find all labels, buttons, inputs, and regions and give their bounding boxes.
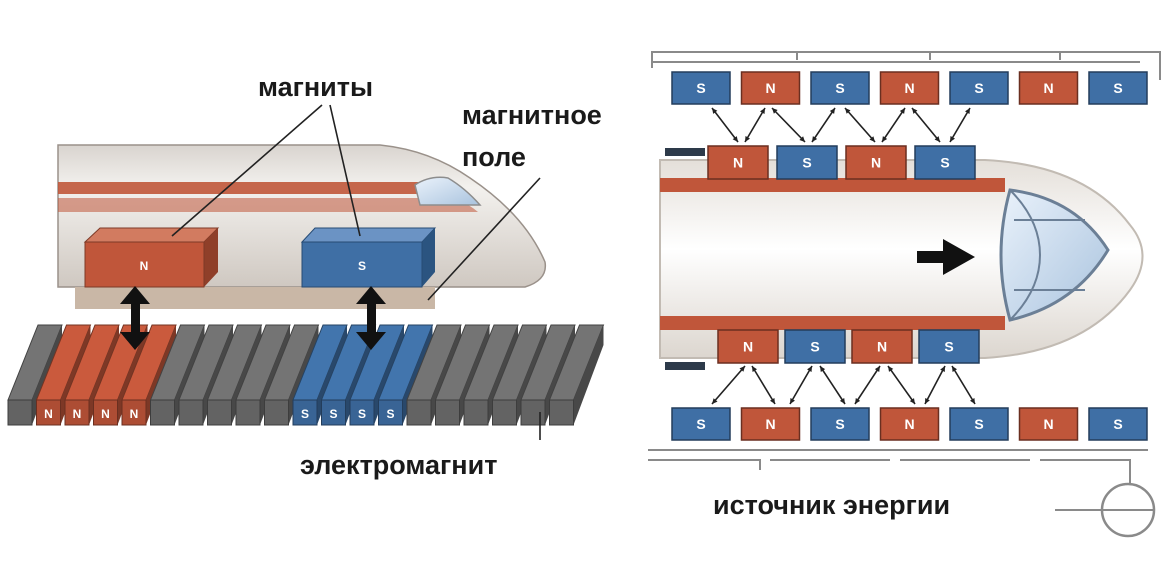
levitation-arrow-left <box>120 286 150 350</box>
magnet-pole-label: S <box>696 416 705 432</box>
magnet-pole-label: S <box>835 80 844 96</box>
magnet-pole-label: N <box>743 339 753 355</box>
levitation-arrow-right <box>356 286 386 350</box>
force-arrow <box>854 365 881 405</box>
force-arrow <box>711 107 739 143</box>
magnet-block-s: S <box>949 407 1009 441</box>
train-magnet-n: N <box>83 227 220 288</box>
magnet-pole-label: N <box>877 339 887 355</box>
magnets-label: магниты <box>258 72 374 102</box>
leader-lines-left <box>171 104 541 440</box>
magnet-block-s: S <box>810 71 870 105</box>
train-magnet-s: S <box>300 227 437 288</box>
magnet-pole-label: S <box>974 80 983 96</box>
top-wiring <box>651 51 1161 80</box>
magnet-pole-label: S <box>1113 80 1122 96</box>
force-arrow <box>911 107 941 143</box>
track-pole-label: S <box>301 407 309 421</box>
magnet-pole-label: S <box>810 339 819 355</box>
magnet-block-n: N <box>740 407 801 441</box>
track-pole-label: N <box>73 407 82 421</box>
magnet-pole-label: S <box>1113 416 1122 432</box>
magnet-block-s: S <box>1088 71 1148 105</box>
force-arrow <box>789 365 813 405</box>
magnet-pole-label: S <box>974 416 983 432</box>
force-arrow <box>744 107 766 143</box>
track-bar-neutral <box>548 324 605 426</box>
track-pole-label: N <box>101 407 110 421</box>
bottom-wiring <box>648 449 1148 485</box>
magnet-pole-label: N <box>765 80 775 96</box>
magnet-pole-label: N <box>765 416 775 432</box>
force-arrow <box>811 107 836 143</box>
magnet-block-s: S <box>810 407 870 441</box>
magnet-pole-label: S <box>940 155 949 171</box>
power-source-label: источник энергии <box>713 490 951 520</box>
magnet-pole-label: S <box>802 155 811 171</box>
magnet-pole-label: N <box>871 155 881 171</box>
force-arrow <box>949 107 971 143</box>
track-pole-label: N <box>130 407 139 421</box>
train-magnet-s-label: S <box>358 259 366 273</box>
magnetic-force-arrows <box>711 107 976 405</box>
magnet-pole-label: N <box>904 80 914 96</box>
magnet-block-n: N <box>707 145 769 180</box>
magnet-block-n: N <box>879 407 940 441</box>
track-pole-label: N <box>44 407 53 421</box>
train-magnet-n-label: N <box>140 259 149 273</box>
force-arrow <box>924 365 946 405</box>
direction-arrow <box>917 239 975 275</box>
magnet-block-s: S <box>914 145 976 180</box>
force-arrow <box>751 365 776 405</box>
magnet-pole-label: N <box>1043 80 1053 96</box>
magnet-block-s: S <box>671 407 731 441</box>
power-source-icon <box>1055 478 1156 538</box>
magnet-block-n: N <box>851 329 913 364</box>
magnet-block-s: S <box>784 329 846 364</box>
force-arrow <box>887 365 916 405</box>
magnet-pole-label: N <box>904 416 914 432</box>
magnet-block-n: N <box>845 145 907 180</box>
magnet-block-n: N <box>1018 407 1079 441</box>
magnet-pole-label: S <box>944 339 953 355</box>
magnetic-field-label-line2: поле <box>462 142 526 172</box>
magnet-block-s: S <box>671 71 731 105</box>
magnet-block-n: N <box>740 71 801 105</box>
left-panel: N S N N N N S S S S <box>7 104 605 440</box>
magnet-pole-label: S <box>835 416 844 432</box>
magnet-block-s: S <box>918 329 980 364</box>
force-arrow <box>819 365 846 405</box>
magnet-pole-label: S <box>696 80 705 96</box>
force-arrow <box>771 107 806 143</box>
track-pole-label: S <box>329 407 337 421</box>
train-top-view <box>659 148 1144 370</box>
right-panel: S N S N S N S N S N S N S N S S N S N S N S <box>648 51 1161 538</box>
magnet-pole-label: N <box>733 155 743 171</box>
force-arrow <box>881 107 906 143</box>
magnet-block-n: N <box>1018 71 1079 105</box>
magnet-block-s: S <box>776 145 838 180</box>
magnet-pole-label: N <box>1043 416 1053 432</box>
track-pole-label: S <box>358 407 366 421</box>
magnet-block-n: N <box>717 329 779 364</box>
force-arrow <box>951 365 976 405</box>
force-arrow <box>844 107 876 143</box>
magnet-block-s: S <box>1088 407 1148 441</box>
track-pole-label: S <box>386 407 394 421</box>
magnet-block-n: N <box>879 71 940 105</box>
magnetic-field-label-line1: магнитное <box>462 100 602 130</box>
magnet-block-s: S <box>949 71 1009 105</box>
force-arrow <box>711 365 746 405</box>
electromagnet-label: электромагнит <box>300 450 498 480</box>
